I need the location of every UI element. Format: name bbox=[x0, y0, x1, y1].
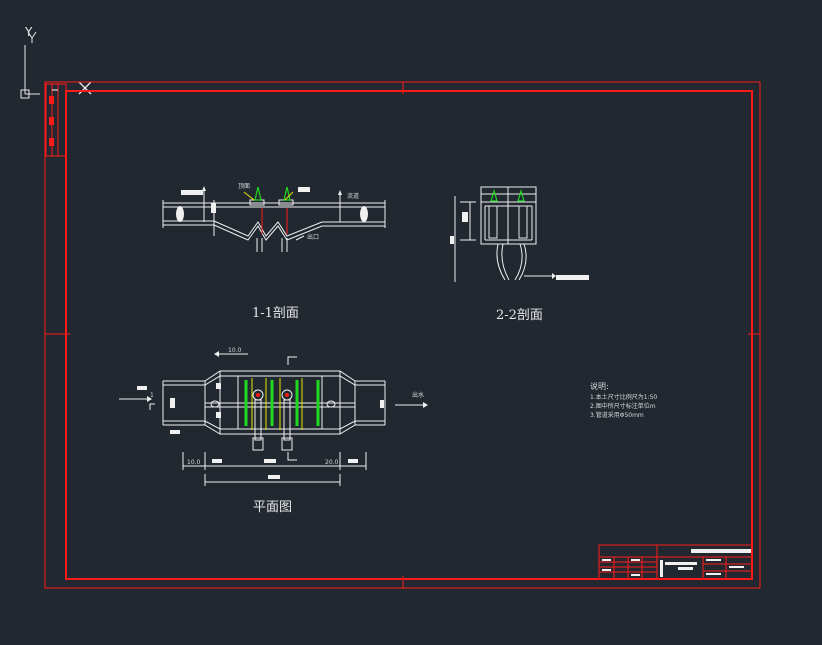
plan-view-details bbox=[137, 351, 428, 479]
section1-right-dim: 出口 bbox=[307, 234, 320, 241]
plan-inlet-label: 1 bbox=[150, 392, 154, 399]
title-block-text bbox=[602, 549, 751, 577]
section1-left-dim: 顶面 bbox=[238, 183, 251, 190]
section-2-2-title: 2-2剖面 bbox=[496, 308, 543, 323]
notes-line-1: 1.本土尺寸比例尺为1:50 bbox=[590, 394, 658, 401]
crosshair-cursor-icon bbox=[78, 81, 92, 95]
section-1-1-title: 1-1剖面 bbox=[252, 306, 299, 321]
sheet-frame bbox=[44, 81, 761, 589]
plan-top-dim: 10.0 bbox=[228, 347, 242, 354]
section1-top-dim: 流道 bbox=[347, 193, 360, 200]
notes-line-3: 3.管道采用Φ50mm bbox=[590, 412, 644, 419]
section-1-1-drawing[interactable] bbox=[162, 190, 386, 252]
section-2-2-details bbox=[450, 188, 589, 280]
notes-title: 说明: bbox=[590, 382, 609, 391]
ucs-y-label: Y bbox=[25, 25, 33, 39]
plan-view-drawing[interactable] bbox=[119, 353, 423, 486]
binding-strip bbox=[45, 83, 67, 157]
title-block[interactable] bbox=[598, 544, 753, 580]
plan-bottom-right-dim: 20.0 bbox=[325, 459, 339, 466]
plan-view-title: 平面图 bbox=[253, 500, 293, 515]
plan-bottom-left-dim: 10.0 bbox=[187, 459, 201, 466]
ucs-icon bbox=[20, 31, 40, 99]
section-2-2-drawing[interactable] bbox=[454, 186, 552, 282]
section-1-1-details bbox=[176, 186, 368, 241]
plan-outlet-label: 出水 bbox=[412, 392, 425, 399]
notes-line-2: 2.图中所尺寸标注单位m bbox=[590, 403, 656, 410]
